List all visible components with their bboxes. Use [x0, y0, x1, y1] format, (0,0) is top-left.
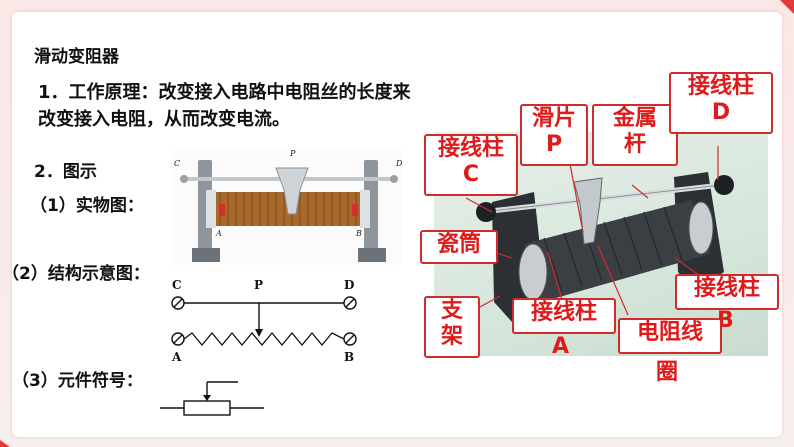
callout-terminal-a-letter: A — [552, 334, 570, 359]
callout-porcelain: 瓷筒 — [420, 230, 498, 264]
rheostat-photo-figure: C P D A B — [172, 149, 403, 265]
subheading-structure: （2）结构示意图： — [2, 264, 150, 284]
callout-coil-second-line: 圈 — [656, 360, 679, 385]
photo-label-d: D — [395, 159, 403, 168]
principle-line-1: 1．工作原理：改变接入电路中电阻丝的长度来 — [38, 82, 411, 103]
section-heading: 2．图示 — [34, 162, 97, 182]
principle-line-2: 改变接入电阻，从而改变电流。 — [38, 109, 290, 130]
callout-terminal-b: 接线柱 — [675, 274, 779, 310]
callout-coil: 电阻线 — [618, 318, 722, 354]
slide-title: 滑动变阻器 — [34, 47, 119, 67]
callout-support: 支架 — [424, 296, 480, 358]
photo-label-c: C — [174, 159, 180, 168]
schematic-label-c: C — [172, 278, 182, 292]
photo-label-p: P — [289, 149, 296, 158]
photo-label-b: B — [355, 229, 362, 238]
schematic-label-b: B — [344, 350, 354, 364]
schematic-label-a: A — [171, 350, 182, 364]
subheading-photo: （1）实物图： — [30, 196, 144, 216]
subheading-symbol: （3）元件符号： — [12, 371, 143, 391]
callout-metal-rod: 金属杆 — [592, 104, 678, 166]
schematic-label-p: P — [254, 278, 263, 292]
structure-schematic: C P D A B — [171, 278, 357, 364]
rheostat-symbol — [160, 381, 264, 416]
rheostat-photo-drawing — [476, 172, 734, 322]
callout-terminal-a: 接线柱 — [512, 298, 616, 334]
schematic-label-d: D — [344, 278, 354, 292]
photo-label-a: A — [215, 229, 222, 238]
